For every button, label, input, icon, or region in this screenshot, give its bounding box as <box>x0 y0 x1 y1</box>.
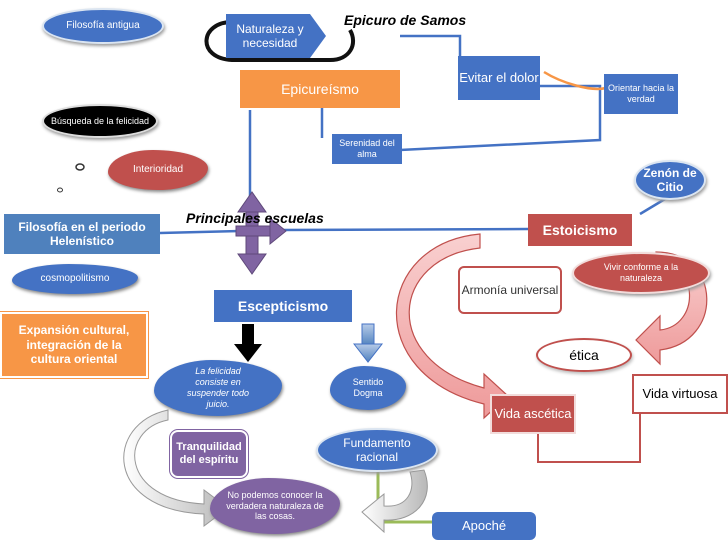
blue-down-arrow <box>352 323 384 363</box>
connector-etica-vidas <box>537 400 641 463</box>
node-zenon-citio: Zenón de Citio <box>634 160 706 200</box>
node-no-podemos-conocer: No podemos conocer la verdadera naturale… <box>210 478 340 534</box>
node-vivir-naturaleza: Vivir conforme a la naturaleza <box>572 252 710 294</box>
node-orientar-verdad: Orientar hacia la verdad <box>604 74 678 114</box>
purple-cross-arrow <box>235 191 287 275</box>
node-busqueda-felicidad: Búsqueda de la felicidad <box>42 104 158 138</box>
black-loop-connector <box>204 20 356 62</box>
connector-epicuro-evitar <box>400 34 462 62</box>
node-felicidad-juicio: La felicidad consiste en suspender todo … <box>154 360 282 416</box>
thought-dot <box>75 163 85 171</box>
node-tranquilidad-espiritu: Tranquilidad del espíritu <box>170 430 248 478</box>
node-apoche: Apoché <box>432 512 536 540</box>
node-vida-virtuosa: Vida virtuosa <box>632 374 728 414</box>
node-estoicismo: Estoicismo <box>528 214 632 246</box>
thought-dot <box>57 187 63 193</box>
connector-evitar-orientar <box>543 70 607 91</box>
node-armonia-universal: Armonía universal <box>458 266 562 314</box>
grey-curved-arrow-left <box>123 409 229 527</box>
node-cosmopolitismo: cosmopolitismo <box>12 264 138 294</box>
black-down-arrow <box>234 324 262 362</box>
node-fundamento-racional: Fundamento racional <box>316 428 438 472</box>
node-etica: ética <box>536 338 632 372</box>
connector-periodo-principales <box>159 229 241 235</box>
node-expansion-cultural: Expansión cultural, integración de la cu… <box>0 312 148 378</box>
node-serenidad-alma: Serenidad del alma <box>332 134 402 164</box>
node-sentido-dogma: Sentido Dogma <box>330 366 406 410</box>
node-escepticismo: Escepticismo <box>214 290 352 322</box>
pink-curved-arrow-left <box>395 233 509 420</box>
connector-evitar-serenidad <box>399 84 602 152</box>
grey-curved-arrow-right <box>361 469 428 534</box>
node-naturaleza-necesidad: Naturaleza y necesidad <box>226 14 326 58</box>
node-vida-ascetica: Vida ascética <box>490 394 576 434</box>
node-evitar-dolor: Evitar el dolor <box>458 56 540 100</box>
label-principales-escuelas: Principales escuelas <box>186 210 324 226</box>
node-filosofia-antigua: Filosofía antigua <box>42 8 164 44</box>
node-interioridad: Interioridad <box>108 150 208 190</box>
node-periodo-helenistico: Filosofía en el periodo Helenístico <box>4 214 160 254</box>
node-epicureismo: Epicureísmo <box>240 70 400 108</box>
label-epicuro: Epicuro de Samos <box>344 12 467 28</box>
connector-principales-estoicismo <box>279 227 529 232</box>
